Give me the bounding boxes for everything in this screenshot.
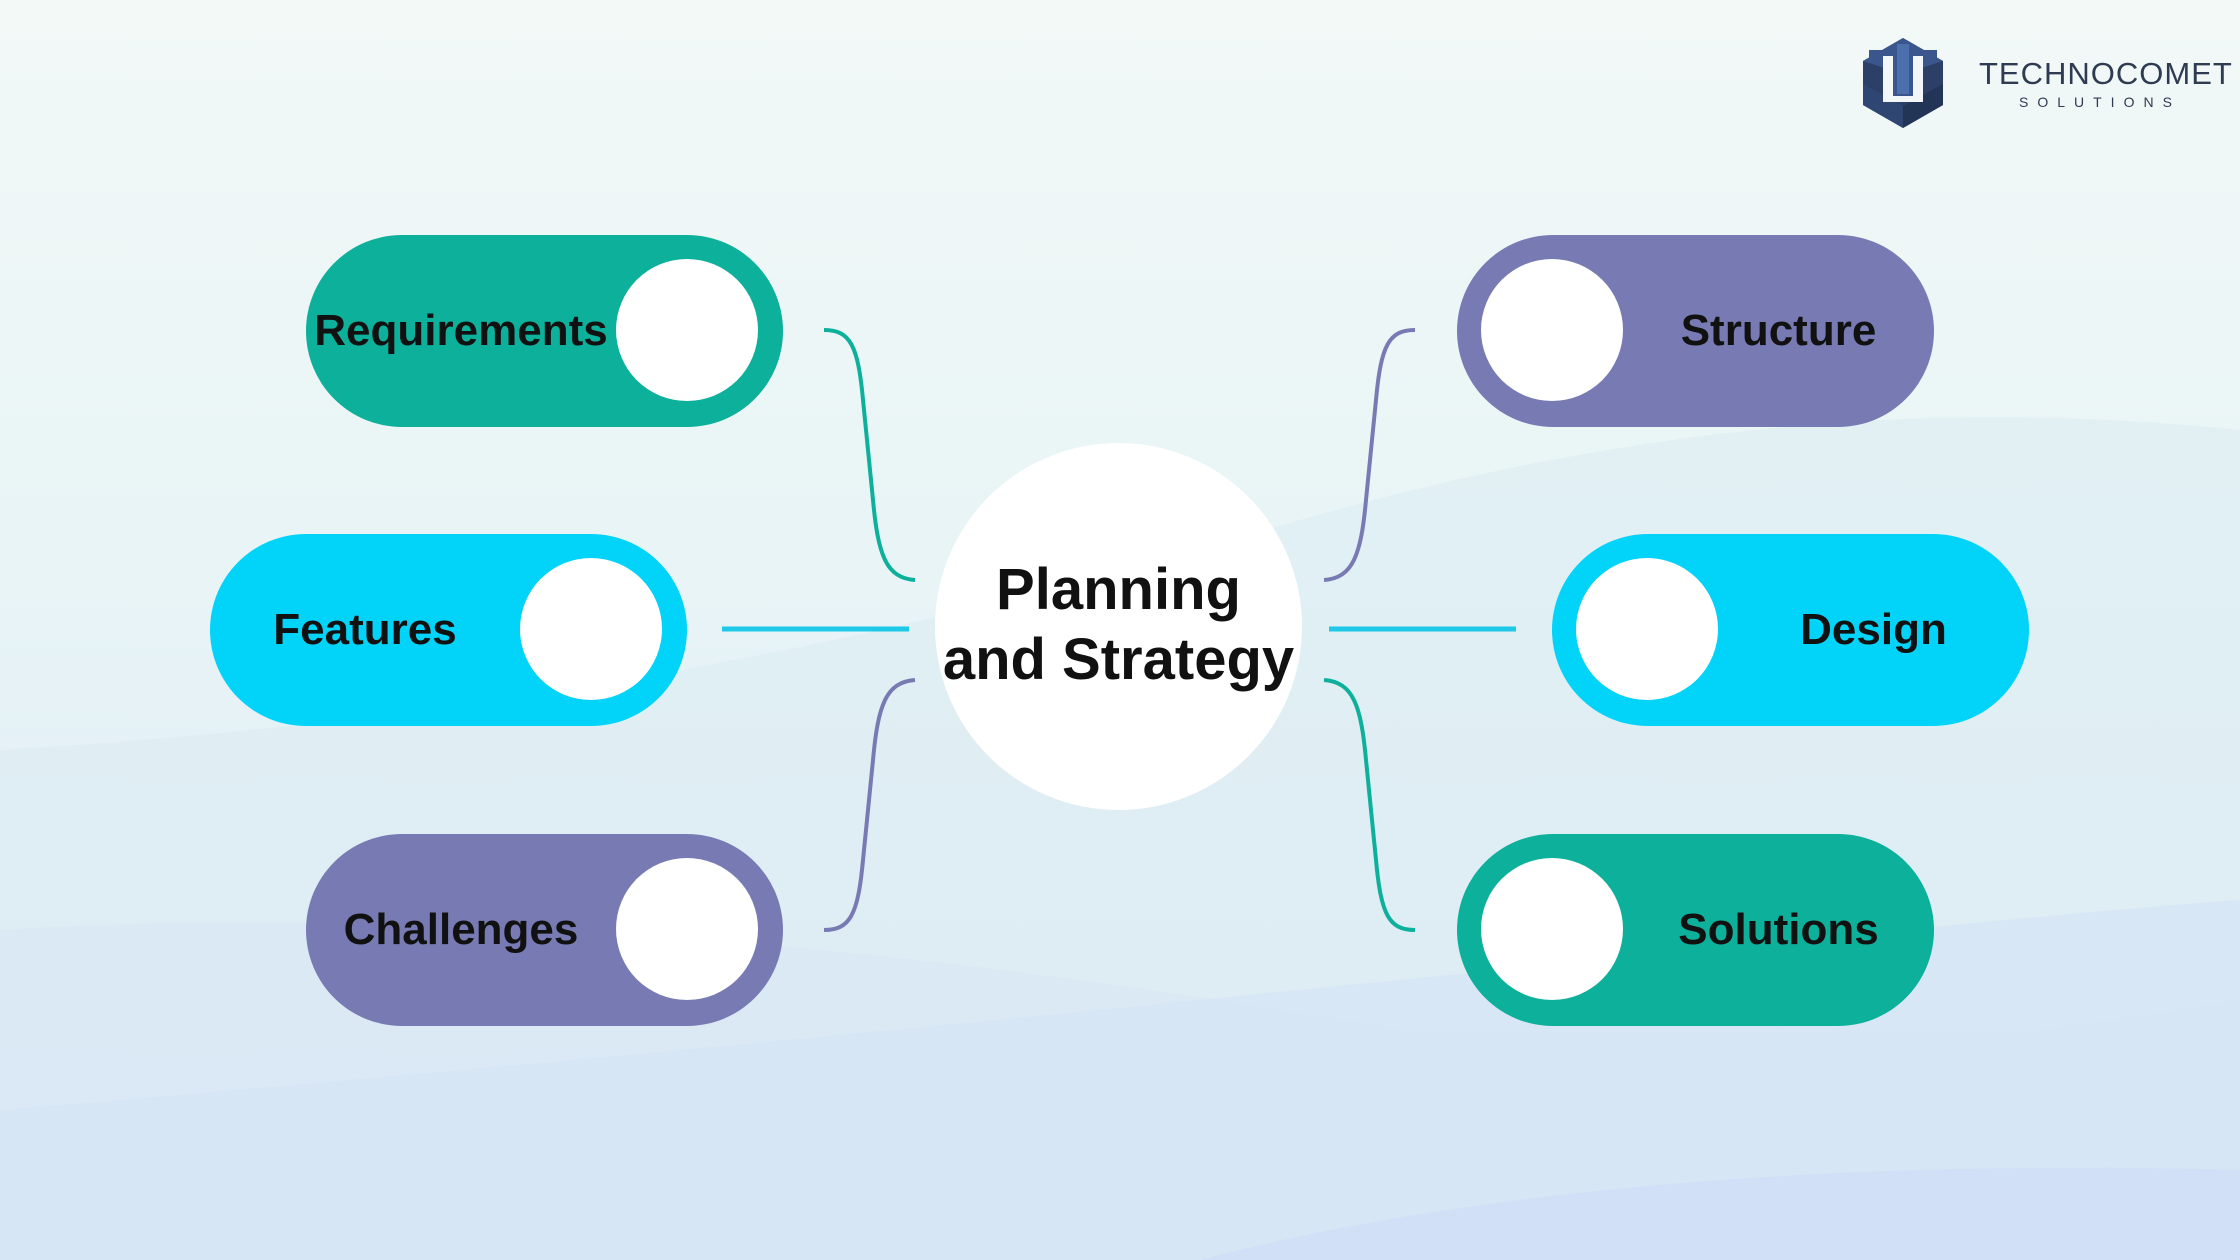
connector-requirements — [823, 328, 916, 582]
node-knob — [1481, 259, 1623, 401]
node-features-label: Features — [273, 605, 457, 654]
node-challenges: Challenges — [306, 834, 783, 1026]
node-knob — [616, 259, 758, 401]
node-design-label: Design — [1800, 605, 1947, 654]
company-logo: TECHNOCOMET SOLUTIONS — [1855, 34, 2232, 130]
node-knob — [616, 858, 758, 1000]
center-hub: Planning and Strategy — [935, 443, 1302, 810]
node-solutions-label: Solutions — [1678, 905, 1879, 954]
node-knob — [1481, 858, 1623, 1000]
center-title-line2: and Strategy — [942, 626, 1295, 692]
node-solutions: Solutions — [1457, 834, 1934, 1026]
logo-name: TECHNOCOMET — [1979, 56, 2233, 91]
node-challenges-label: Challenges — [343, 905, 579, 954]
connector-challenges — [823, 678, 916, 932]
node-requirements-label: Requirements — [314, 306, 608, 355]
center-title: Planning and Strategy — [943, 555, 1294, 695]
center-title-line1: Planning — [996, 556, 1241, 622]
node-requirements: Requirements — [306, 235, 783, 427]
node-knob — [520, 558, 662, 700]
node-design: Design — [1552, 534, 2029, 726]
logo-mark-icon — [1863, 38, 1943, 128]
connector-structure — [1323, 328, 1416, 582]
logo-subtitle: SOLUTIONS — [2019, 94, 2181, 110]
connector-solutions — [1323, 678, 1416, 932]
node-features: Features — [210, 534, 687, 726]
node-structure: Structure — [1457, 235, 1934, 427]
node-knob — [1576, 558, 1718, 700]
node-structure-label: Structure — [1680, 306, 1877, 355]
